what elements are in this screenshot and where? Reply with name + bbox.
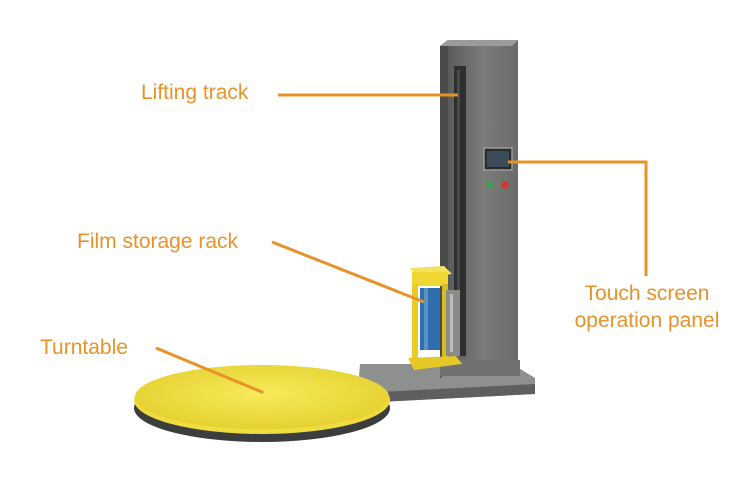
panel-start-button [486, 181, 494, 189]
callout-line-touch-screen [508, 160, 648, 276]
callout-label-film-storage-rack: Film storage rack [77, 230, 239, 253]
callout-label-touch-screen: Touch screen operation panel [552, 280, 742, 334]
callout-line-turntable [155, 346, 263, 394]
film-storage-rack [408, 266, 462, 370]
callout-lines [155, 93, 648, 394]
callout-label-touch-screen-line2: operation panel [574, 309, 720, 332]
callout-label-turntable: Turntable [40, 336, 128, 359]
callout-label-touch-screen-line1: Touch screen [584, 282, 710, 305]
callout-label-lifting-track: Lifting track [141, 81, 249, 104]
panel-stop-button [501, 181, 509, 189]
touch-screen-panel [483, 147, 513, 171]
callout-line-film-rack [271, 240, 425, 304]
lifting-track [454, 66, 466, 356]
turntable [134, 365, 390, 442]
